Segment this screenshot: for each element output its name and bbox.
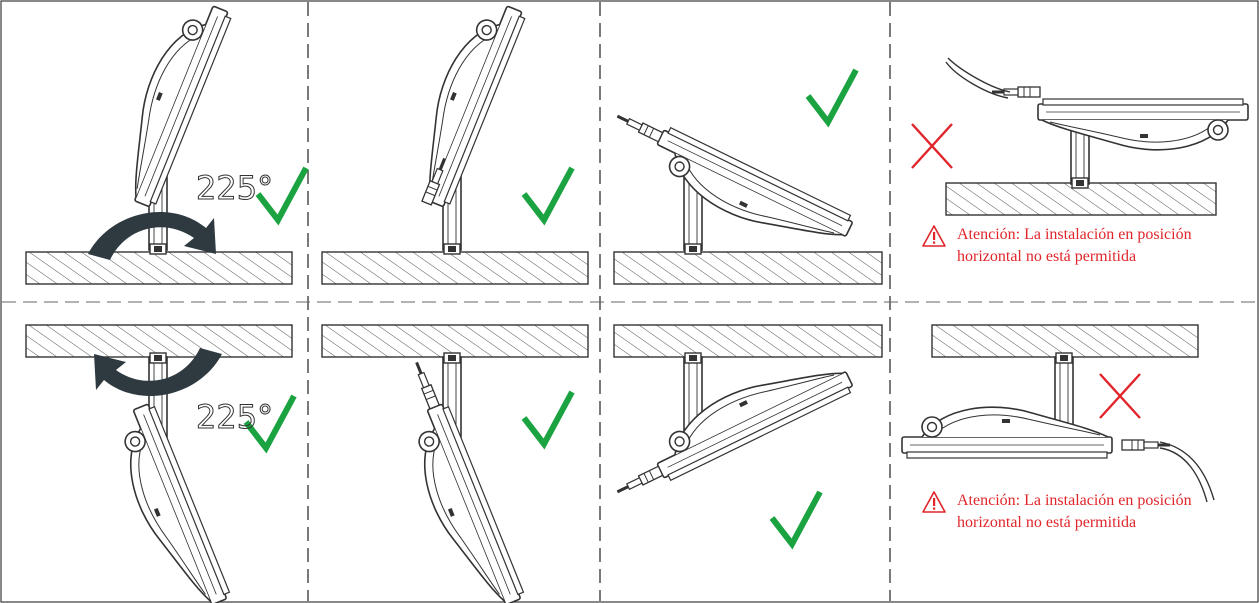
mount-surface-2 — [321, 251, 589, 285]
floor-mount-tilt-225 — [88, 0, 234, 260]
warning-triangle-icon — [922, 225, 946, 247]
mount-surface-3 — [613, 251, 883, 285]
floor-mount-vertical — [400, 0, 528, 255]
floor-mount-inclined — [613, 110, 856, 265]
warning-text-line2: horizontal no está permitida — [957, 514, 1137, 531]
ceiling-mount-vertical — [398, 352, 527, 603]
check-icon — [808, 70, 856, 122]
warning-triangle-icon — [922, 491, 946, 513]
angle-label-bottom: 225° — [196, 398, 273, 436]
check-icon — [772, 492, 820, 544]
warning-text-line1: Atención: La instalación en posición — [957, 492, 1192, 509]
ceiling-mount-horizontal — [901, 352, 1215, 503]
ceiling-mount-inclined — [613, 343, 856, 498]
mount-surface-6 — [321, 324, 589, 358]
mount-surface-8 — [931, 324, 1199, 358]
floor-mount-horizontal — [945, 57, 1249, 189]
cross-icon — [1098, 372, 1142, 420]
warning-text-line1: Atención: La instalación en posición — [957, 226, 1192, 243]
ceiling-mount-tilt-225 — [94, 348, 233, 603]
mount-surface-5 — [25, 324, 293, 358]
mount-surface-1 — [25, 251, 293, 285]
mount-surface-7 — [613, 324, 883, 358]
check-icon — [524, 168, 572, 220]
check-icon — [524, 392, 572, 444]
warning-text-line2: horizontal no está permitida — [957, 248, 1137, 265]
angle-label-top: 225° — [196, 169, 273, 207]
cross-icon — [910, 122, 954, 170]
